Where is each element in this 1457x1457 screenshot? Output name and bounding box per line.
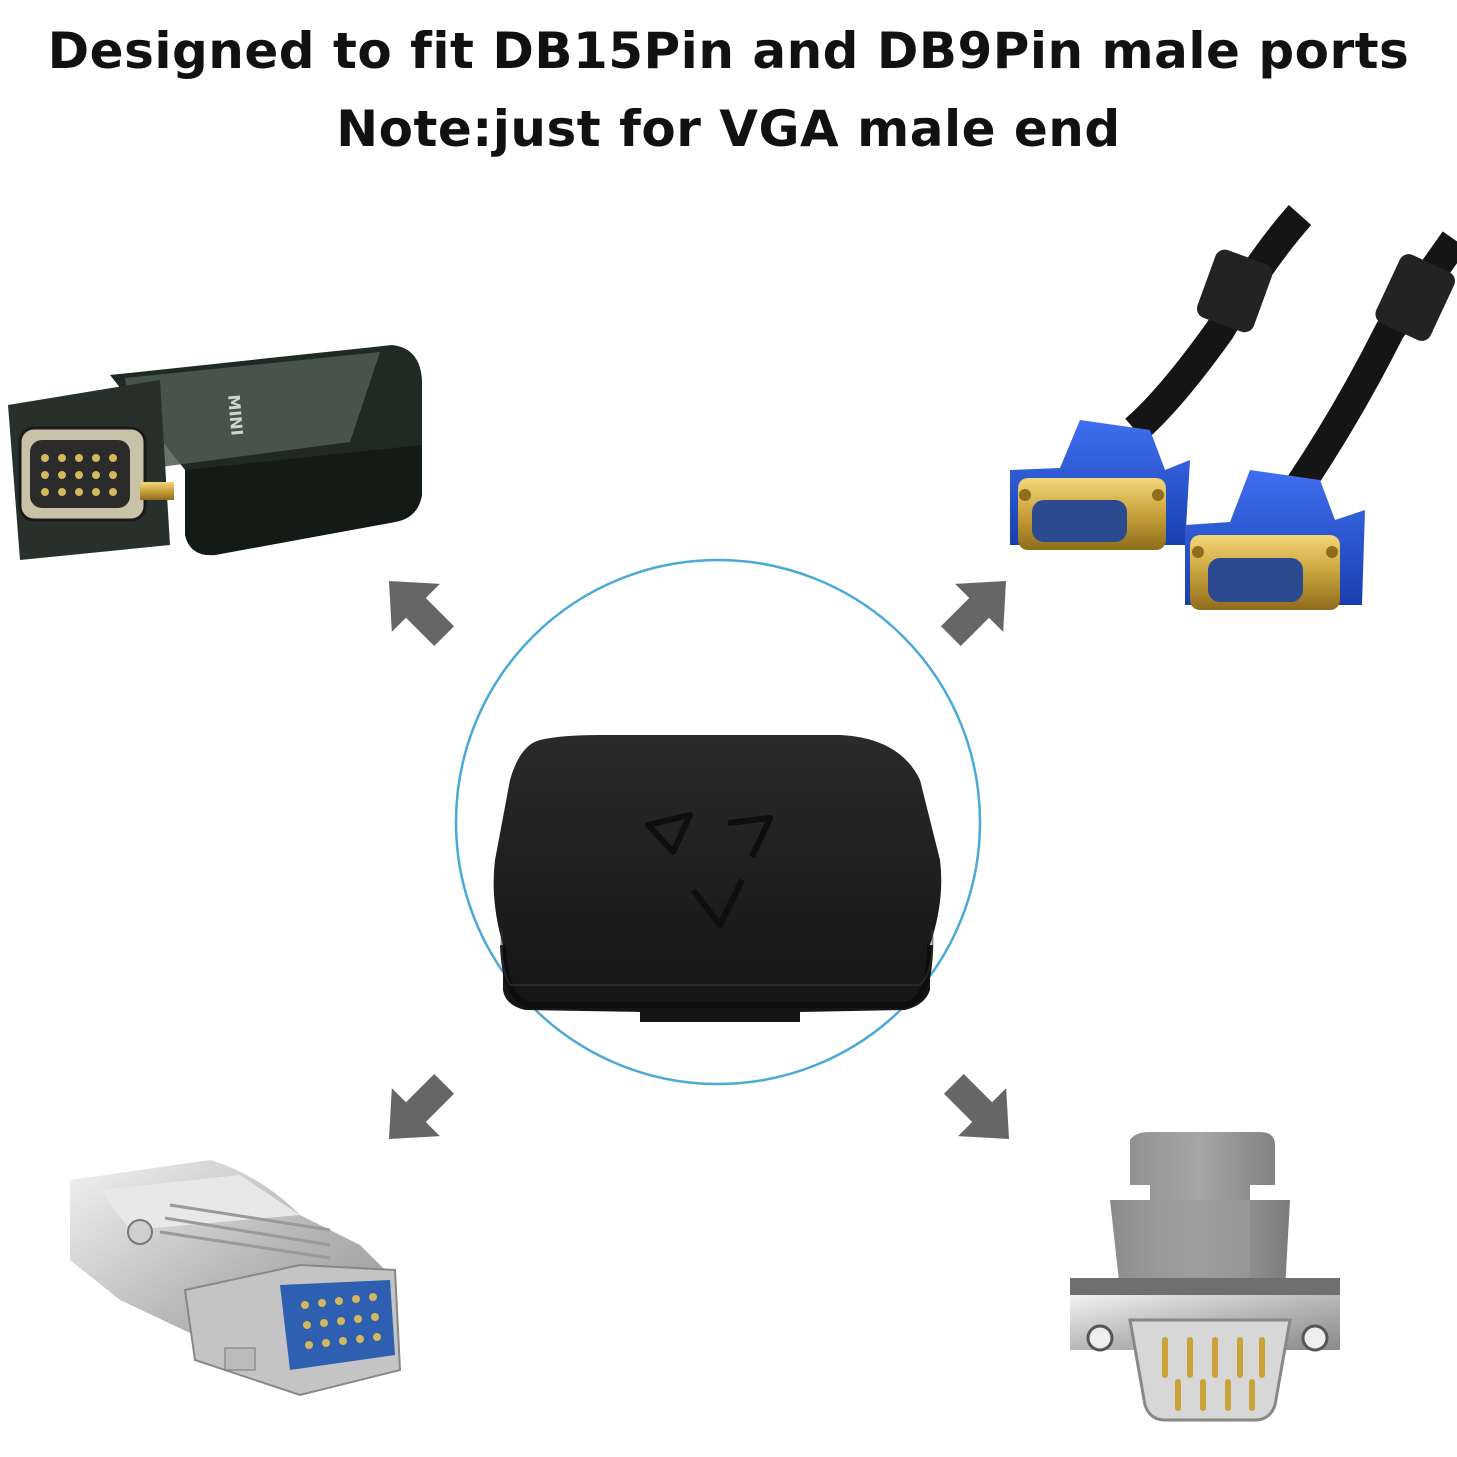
dust-cap — [493, 735, 942, 1022]
headline-line-2: Note:just for VGA male end — [336, 100, 1121, 158]
vga-to-hdmi-adapter: MINI — [8, 345, 422, 560]
arrow-up-right-icon — [940, 580, 1007, 647]
vga-cables — [1010, 205, 1457, 610]
grey-db9-connector — [1070, 1132, 1340, 1422]
arrow-up-left-icon — [388, 580, 455, 647]
highlight-ring — [454, 558, 982, 1086]
arrow-down-right-icon — [943, 1073, 1010, 1140]
headline-line-1: Designed to fit DB15Pin and DB9Pin male … — [47, 22, 1410, 80]
recycle-arrows-icon — [645, 812, 773, 928]
arrow-down-left-icon — [388, 1073, 455, 1140]
metal-db15-connector — [70, 1160, 402, 1397]
adapter-label: MINI — [224, 394, 247, 437]
arrows — [388, 580, 1010, 1140]
